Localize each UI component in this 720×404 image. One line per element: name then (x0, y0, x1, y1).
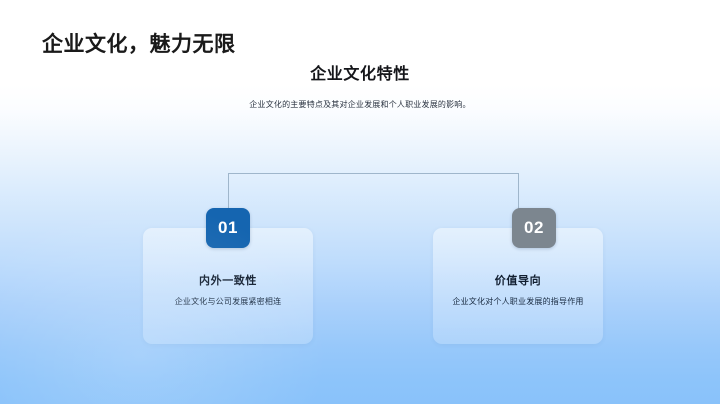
feature-card-1-body: 内外一致性 企业文化与公司发展紧密相连 (153, 272, 303, 308)
page-subtitle: 企业文化的主要特点及其对企业发展和个人职业发展的影响。 (249, 100, 471, 109)
slide-headline: 企业文化，魅力无限 (42, 33, 236, 56)
feature-card-1-title: 内外一致性 (199, 275, 257, 287)
page-title: 企业文化特性 (310, 66, 410, 83)
feature-card-1-description: 企业文化与公司发展紧密相连 (174, 297, 282, 306)
feature-card-2-number-badge: 02 (512, 208, 556, 248)
connector-bracket (228, 173, 519, 209)
feature-card-1-number-badge: 01 (206, 208, 250, 248)
feature-card-2-body: 价值导向 企业文化对个人职业发展的指导作用 (443, 272, 593, 308)
feature-card-2-description: 企业文化对个人职业发展的指导作用 (452, 297, 584, 306)
feature-card-2-title: 价值导向 (494, 275, 542, 287)
